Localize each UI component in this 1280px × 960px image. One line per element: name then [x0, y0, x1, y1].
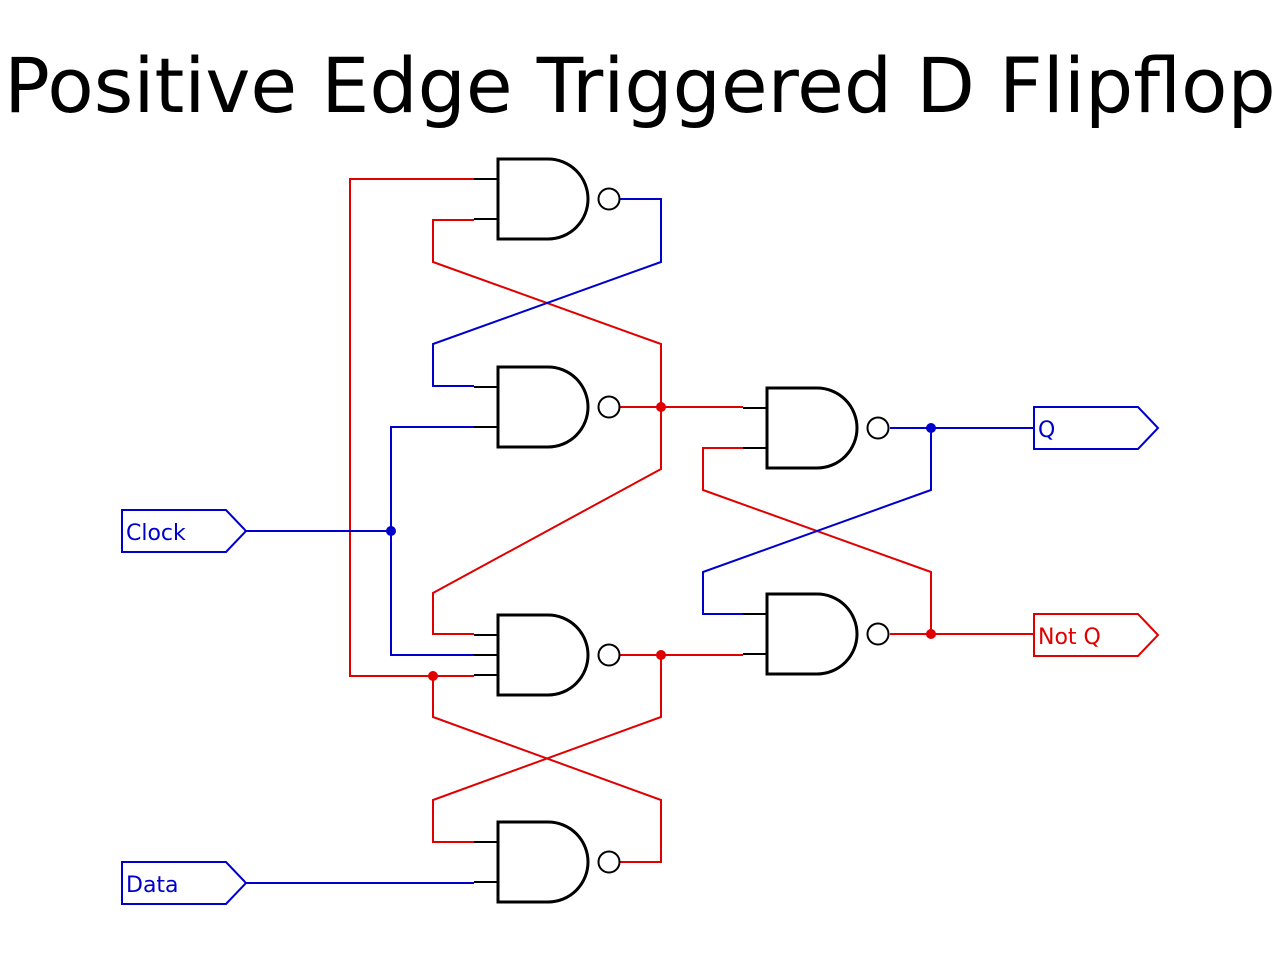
nand-gate-4	[472, 820, 621, 904]
nand-gate-1	[472, 157, 621, 241]
data-port: Data	[121, 861, 248, 905]
data-label: Data	[126, 873, 179, 898]
q-label: Q	[1038, 418, 1055, 443]
red-wires	[349, 178, 1033, 863]
nand-gate-2	[472, 365, 621, 449]
clock-port: Clock	[121, 509, 248, 553]
q-port: Q	[1033, 406, 1160, 450]
clock-label: Clock	[126, 521, 186, 546]
not-q-port: Not Q	[1033, 613, 1160, 657]
diagram-title: Positive Edge Triggered D Flipflop	[4, 41, 1276, 130]
blue-wires	[246, 198, 1033, 884]
junction-dots	[386, 402, 936, 681]
nand-gate-not-q	[741, 592, 890, 676]
not-q-label: Not Q	[1038, 625, 1101, 650]
nand-gate-3	[472, 613, 621, 697]
nand-gate-q	[741, 386, 890, 470]
